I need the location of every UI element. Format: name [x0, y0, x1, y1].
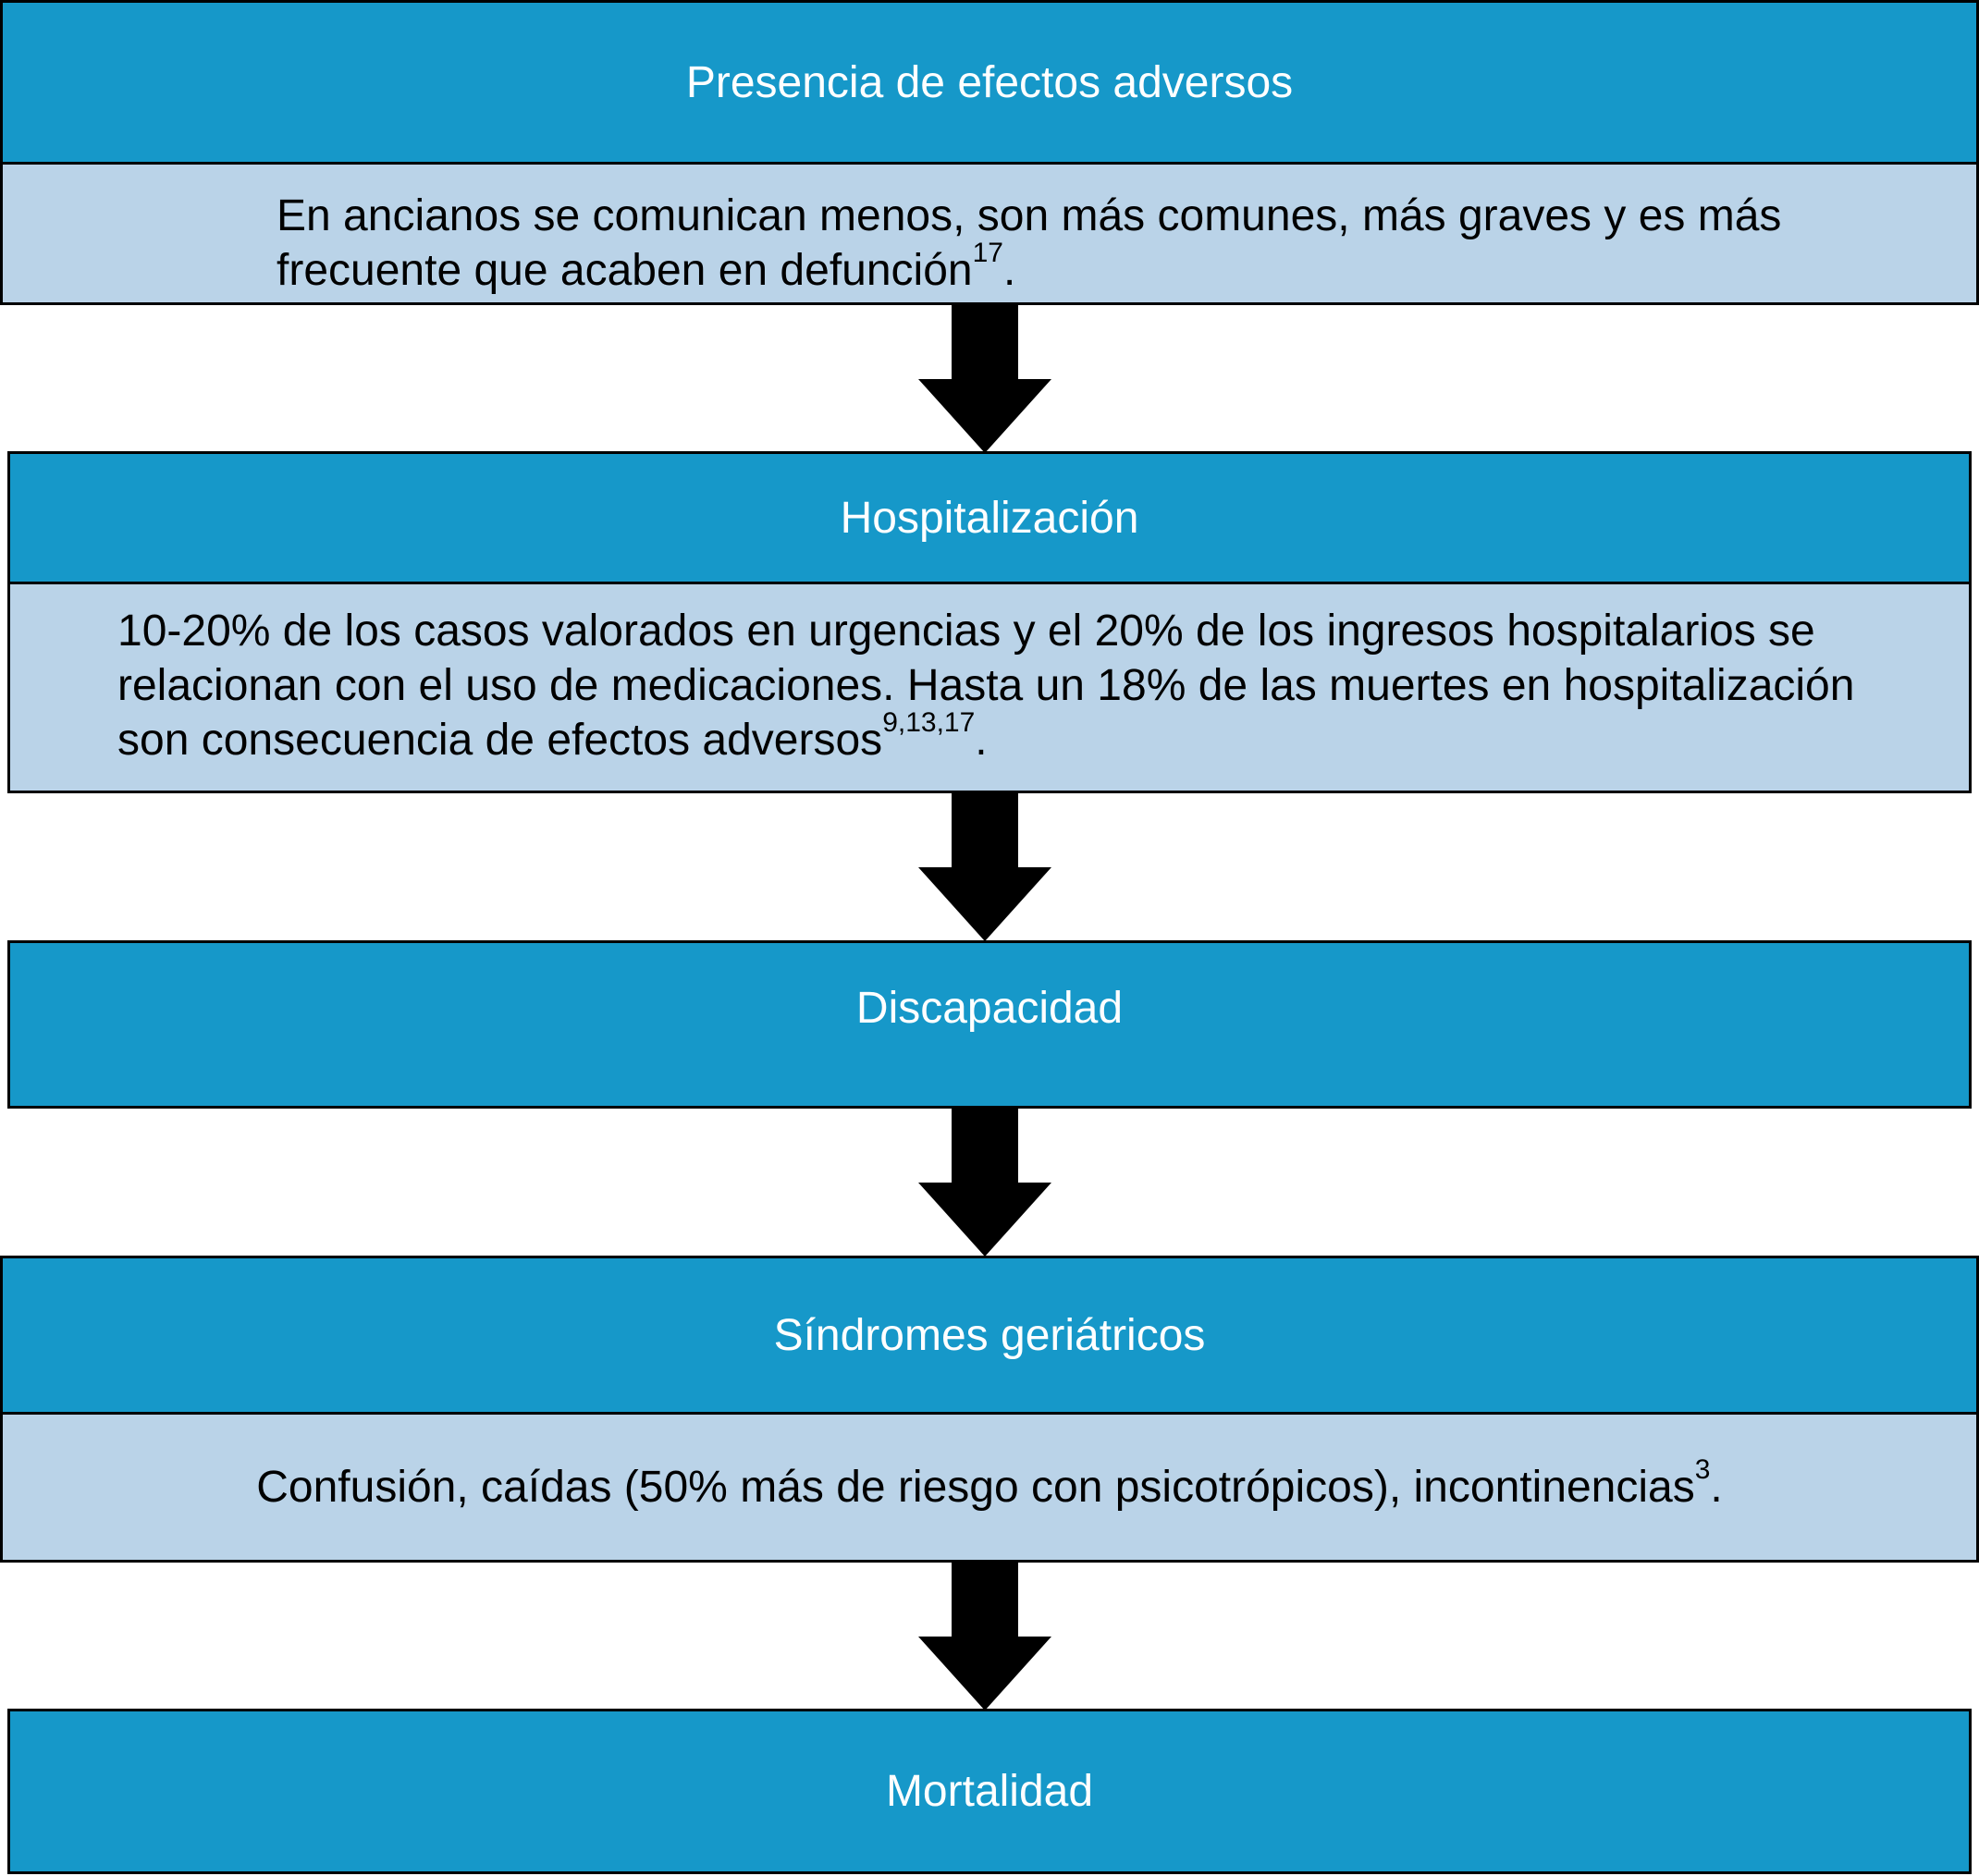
down-arrow-icon	[918, 1109, 1051, 1257]
step-hospitalizacion: Hospitalización 10-20% de los casos valo…	[7, 451, 1972, 793]
step-description: En ancianos se comunican menos, son más …	[3, 162, 1976, 302]
reference-superscript: 3	[1694, 1453, 1711, 1485]
step-title-text: Discapacidad	[855, 983, 1124, 1033]
reference-superscript: 17	[972, 238, 1003, 268]
step-mortalidad: Mortalidad	[7, 1709, 1972, 1874]
step-description-end: .	[1002, 246, 1016, 295]
step-title: Hospitalización	[10, 454, 1969, 582]
reference-superscript: 9,13,17	[882, 707, 976, 738]
step-title: Síndromes geriátricos	[3, 1258, 1976, 1412]
step-title: Discapacidad	[10, 943, 1969, 1073]
step-description-end: .	[975, 716, 988, 765]
down-arrow-icon	[918, 1563, 1051, 1710]
step-description-text: 10-20% de los casos valorados en urgenci…	[117, 607, 1855, 765]
step-sindromes-geriatricos: Síndromes geriátricos Confusión, caídas …	[0, 1256, 1979, 1563]
step-title-text: Presencia de efectos adversos	[685, 57, 1294, 107]
step-title: Presencia de efectos adversos	[3, 3, 1976, 162]
down-arrow-icon	[918, 793, 1051, 941]
down-arrow-icon	[918, 305, 1051, 453]
step-description-line: Confusión, caídas (50% más de riesgo con…	[256, 1455, 1723, 1515]
step-title-text: Hospitalización	[840, 493, 1139, 543]
step-description-end: .	[1710, 1462, 1723, 1512]
step-efectos-adversos: Presencia de efectos adversos En anciano…	[0, 0, 1979, 305]
step-description-text: En ancianos se comunican menos, son más …	[277, 191, 1782, 295]
step-title-text: Mortalidad	[885, 1767, 1094, 1816]
step-title-text: Síndromes geriátricos	[773, 1310, 1206, 1360]
step-description: Confusión, caídas (50% más de riesgo con…	[3, 1412, 1976, 1560]
step-discapacidad: Discapacidad	[7, 940, 1972, 1109]
step-title: Mortalidad	[10, 1711, 1969, 1871]
step-description-text: Confusión, caídas (50% más de riesgo con…	[256, 1462, 1695, 1512]
step-description: 10-20% de los casos valorados en urgenci…	[10, 582, 1969, 791]
